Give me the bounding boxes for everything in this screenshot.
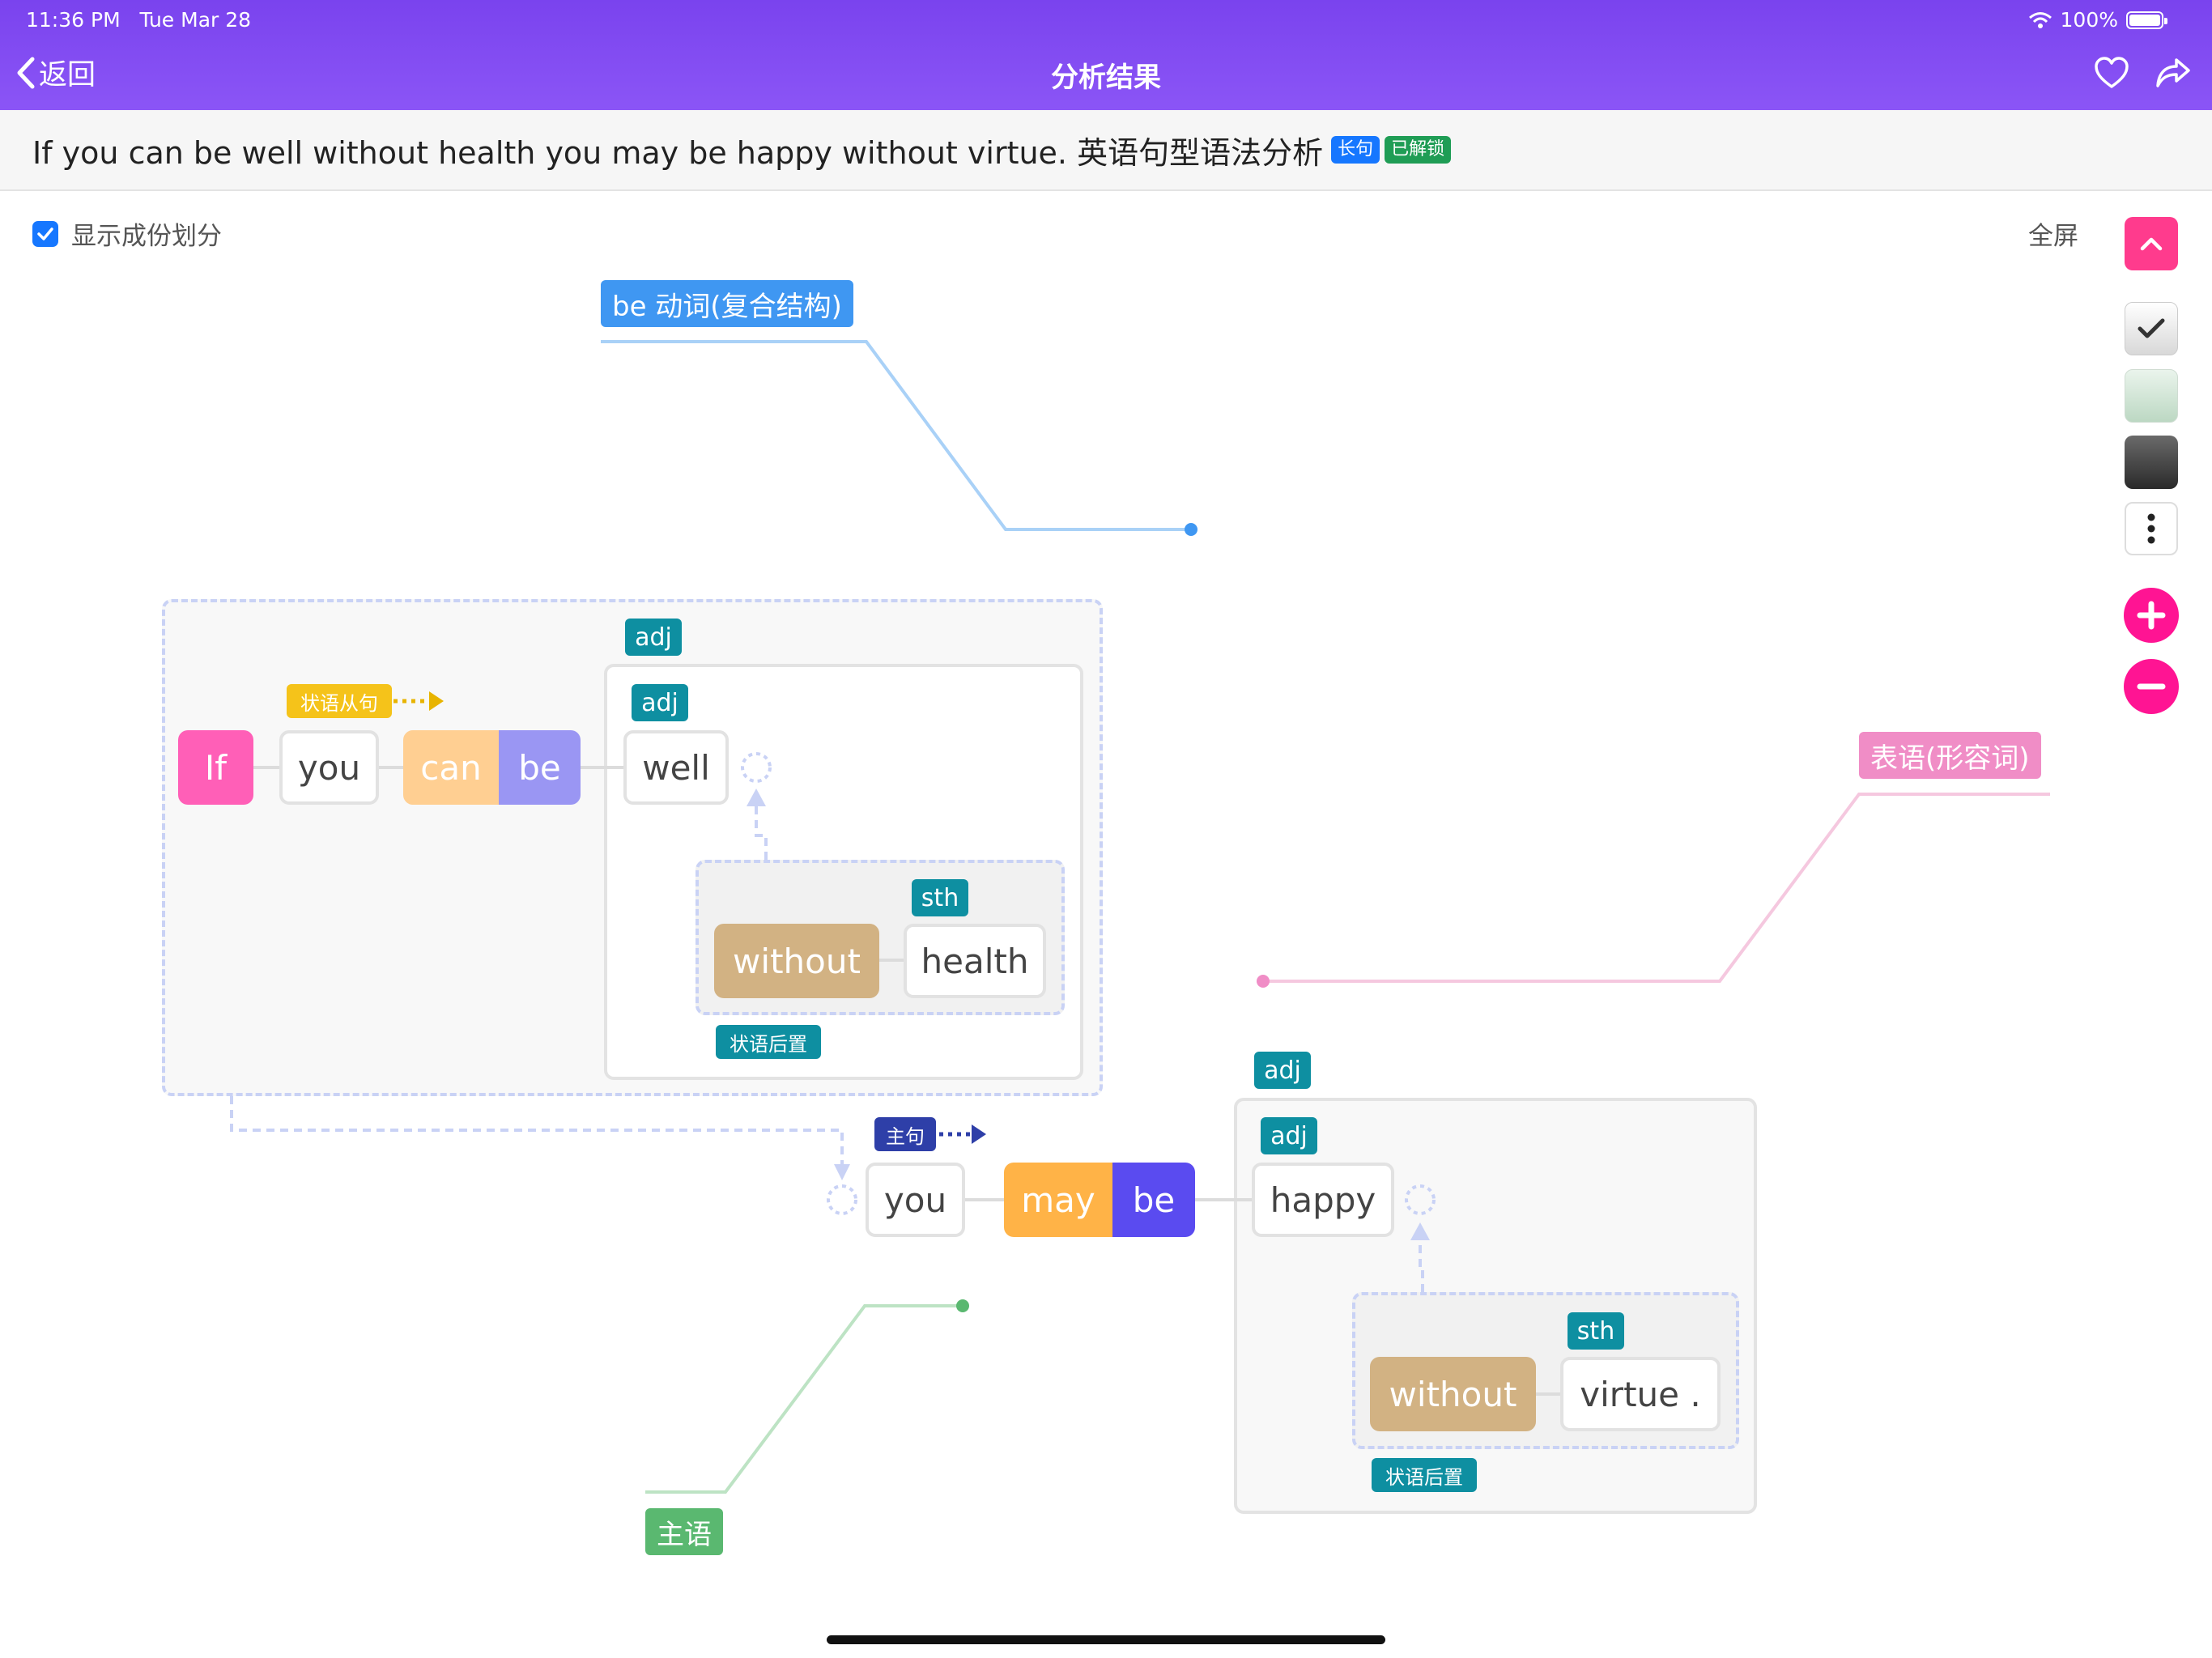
home-indicator (827, 1635, 1385, 1644)
word-happy[interactable]: happy (1252, 1163, 1394, 1237)
chevron-up-icon (2140, 237, 2163, 251)
word-health[interactable]: health (904, 924, 1046, 998)
adverbial-clause-badge: 状语从句 (287, 684, 392, 718)
main-sth-badge: sth (1568, 1312, 1624, 1350)
fullscreen-button[interactable]: 全屏 (2028, 222, 2078, 251)
clause-outer-adj-badge: adj (625, 619, 682, 656)
favorite-button[interactable] (2094, 57, 2129, 92)
more-vertical-icon (2147, 513, 2155, 544)
more-options-button[interactable] (2125, 502, 2178, 555)
subject-label[interactable]: 主语 (645, 1508, 723, 1555)
clause-sth-badge: sth (912, 879, 968, 916)
main-inner-adj-badge: adj (1261, 1117, 1317, 1154)
unlocked-tag: 已解锁 (1385, 136, 1452, 164)
sentence-text: If you can be well without health you ma… (32, 134, 1324, 171)
battery-icon (2126, 11, 2167, 29)
main-outer-adj-badge: adj (1254, 1052, 1311, 1089)
clause-inner-adj-badge: adj (632, 684, 688, 721)
clause-postposition-badge: 状语后置 (716, 1025, 821, 1059)
zoom-in-button[interactable] (2124, 588, 2179, 643)
chevron-left-icon (17, 57, 35, 88)
back-button[interactable]: 返回 (15, 52, 96, 93)
word-without-main[interactable]: without (1370, 1357, 1536, 1431)
word-be-clause[interactable]: be (499, 730, 581, 805)
share-button[interactable] (2155, 57, 2191, 92)
back-label: 返回 (39, 59, 96, 91)
collapse-up-button[interactable] (2125, 217, 2178, 270)
word-be-main[interactable]: be (1112, 1163, 1195, 1237)
share-icon (2156, 58, 2190, 87)
sentence-bar: If you can be well without health you ma… (0, 110, 2212, 191)
heart-icon (2095, 57, 2129, 88)
status-time: 11:36 PM Tue Mar 28 (26, 8, 251, 32)
word-virtue[interactable]: virtue . (1560, 1357, 1721, 1431)
main-postposition-badge: 状语后置 (1372, 1458, 1477, 1492)
show-components-checkbox[interactable]: 显示成份划分 (32, 215, 222, 252)
check-style-button[interactable] (2125, 302, 2178, 355)
show-components-label: 显示成份划分 (71, 222, 222, 251)
plus-icon (2137, 601, 2166, 630)
minus-icon (2137, 683, 2166, 690)
battery-text: 100% (2060, 8, 2118, 32)
word-without-clause[interactable]: without (714, 924, 879, 998)
checkbox-checked-icon (32, 220, 58, 247)
status-right: 100% (2028, 8, 2167, 32)
predicative-label[interactable]: 表语(形容词) (1859, 732, 2041, 779)
main-clause-badge: 主句 (874, 1117, 936, 1151)
nav-bar: 11:36 PM Tue Mar 28 100% 返回 分析结果 (0, 0, 2212, 110)
word-may[interactable]: may (1004, 1163, 1112, 1237)
word-you-clause[interactable]: you (279, 730, 379, 805)
page-title: 分析结果 (1051, 62, 1161, 94)
word-if[interactable]: If (178, 730, 253, 805)
word-can[interactable]: can (403, 730, 499, 805)
word-you-main[interactable]: you (866, 1163, 965, 1237)
dark-theme-button[interactable] (2125, 436, 2178, 489)
be-verb-label[interactable]: be 动词(复合结构) (601, 280, 853, 327)
check-icon (2138, 318, 2165, 338)
clock-text: 11:36 PM (26, 8, 121, 32)
zoom-out-button[interactable] (2124, 659, 2179, 714)
word-well[interactable]: well (623, 730, 729, 805)
light-theme-button[interactable] (2125, 369, 2178, 423)
date-text: Tue Mar 28 (139, 8, 252, 32)
wifi-icon (2028, 11, 2052, 28)
long-sentence-tag: 长句 (1331, 136, 1380, 164)
